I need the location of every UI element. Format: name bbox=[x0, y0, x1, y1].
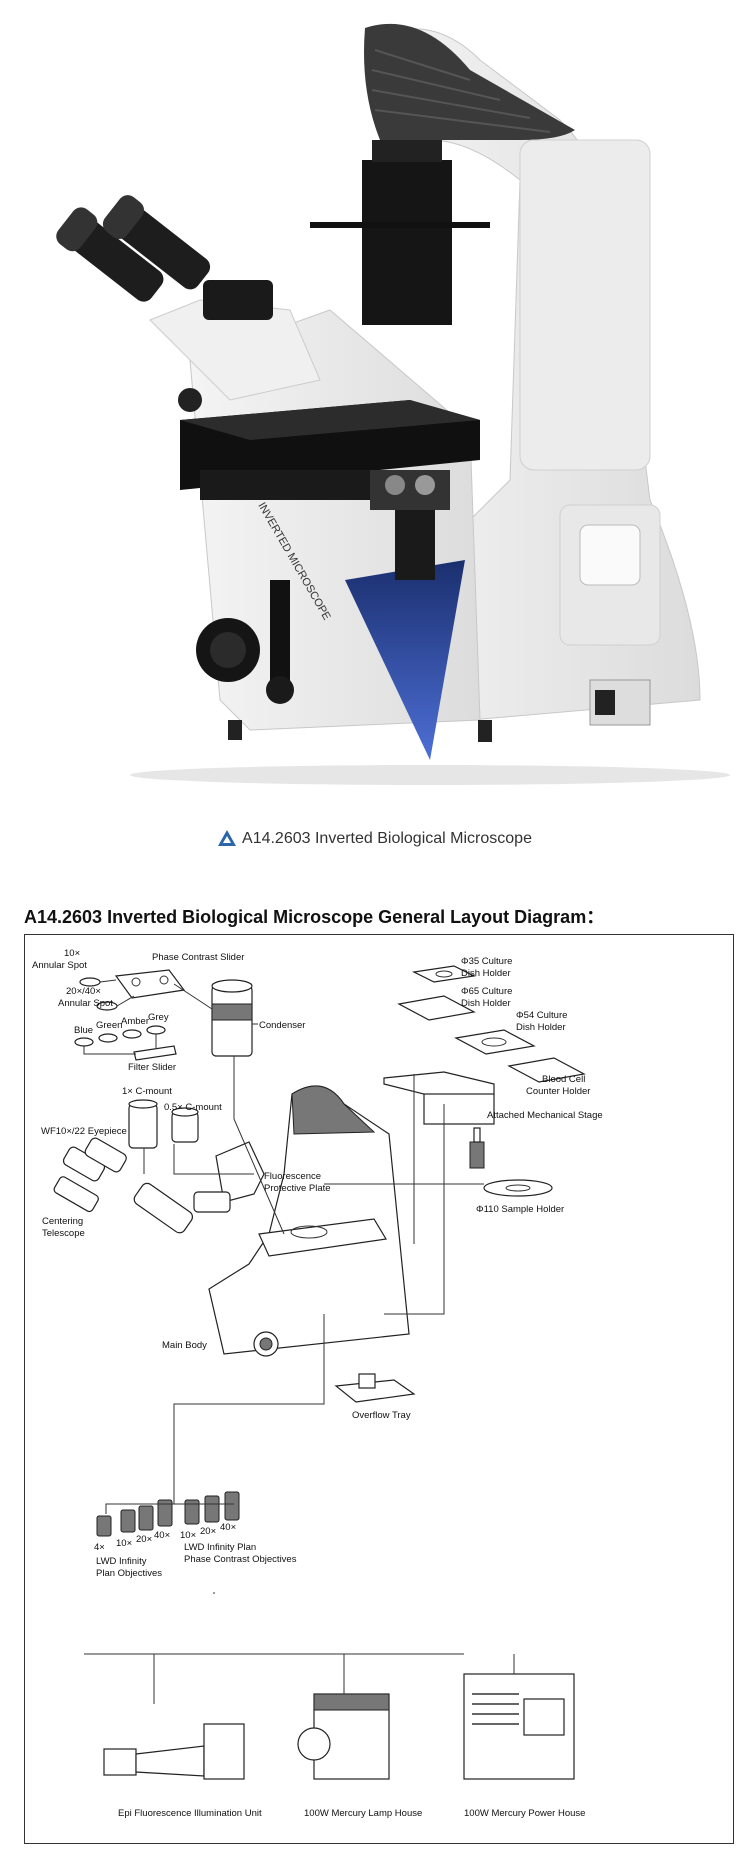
diagram-frame bbox=[24, 934, 734, 1844]
section-title: A14.2603 Inverted Biological Microscope … bbox=[24, 907, 605, 927]
caption-text: A14.2603 Inverted Biological Microscope bbox=[242, 830, 532, 847]
microscope-photo: INVERTED MICROSCOPE bbox=[56, 23, 730, 785]
label-filter-slider: Filter Slider bbox=[128, 1062, 176, 1073]
label-epi-unit: Epi Fluorescence Illumination Unit bbox=[118, 1808, 262, 1819]
label-mech-stage: Attached Mechanical Stage bbox=[487, 1110, 603, 1121]
label-dish54-a: Φ54 Culture bbox=[516, 1010, 567, 1021]
pc-objective-20x-part bbox=[204, 1495, 220, 1523]
brand-logo-icon bbox=[218, 830, 237, 846]
label-lwd-plan-b: Plan Objectives bbox=[96, 1568, 162, 1579]
label-amber: Amber bbox=[121, 1016, 149, 1027]
label-obj-10x: 10× bbox=[116, 1538, 132, 1549]
annular-spot-10x-part bbox=[79, 977, 101, 987]
label-cmount-1x: 1× C-mount bbox=[122, 1086, 172, 1097]
dish-holder-65-part bbox=[397, 995, 476, 1021]
centering-telescope-part bbox=[53, 1176, 99, 1213]
layout-diagram: 10× Annular Spot Phase Contrast Slider 2… bbox=[32, 948, 603, 1819]
label-eyepiece: WF10×/22 Eyepiece bbox=[41, 1126, 127, 1137]
objective-10x-part bbox=[120, 1509, 136, 1533]
dish-holder-54-part bbox=[454, 1029, 536, 1055]
label-annular-spot-1: Annular Spot bbox=[32, 960, 87, 971]
label-dish54-b: Dish Holder bbox=[516, 1022, 566, 1033]
blood-cell-holder-part bbox=[507, 1057, 586, 1083]
label-blue: Blue bbox=[74, 1025, 93, 1036]
label-condenser: Condenser bbox=[259, 1020, 305, 1031]
label-cmount-05x: 0.5× C-mount bbox=[164, 1102, 222, 1113]
label-main-body: Main Body bbox=[162, 1340, 207, 1351]
label-obj-20x: 20× bbox=[136, 1534, 152, 1545]
label-pc-20x: 20× bbox=[200, 1526, 216, 1537]
filter-slider-part bbox=[133, 1045, 177, 1061]
phase-slider-part bbox=[114, 969, 186, 999]
epi-fluorescence-part bbox=[103, 1748, 137, 1776]
condenser-part bbox=[211, 985, 253, 1057]
label-annular-2040: 20×/40× bbox=[66, 986, 101, 997]
label-centering-a: Centering bbox=[42, 1216, 83, 1227]
label-power-house: 100W Mercury Power House bbox=[464, 1808, 585, 1819]
c-mount-1x-part bbox=[128, 1103, 158, 1149]
sample-holder-110-part bbox=[483, 1179, 553, 1197]
label-fluo-plate-b: Protective Plate bbox=[264, 1183, 331, 1194]
objective-20x-part bbox=[138, 1505, 154, 1531]
label-annular-spot-2: Annular Spot bbox=[58, 998, 113, 1009]
pc-objective-40x-part bbox=[224, 1491, 240, 1521]
label-dish65-b: Dish Holder bbox=[461, 998, 511, 1009]
objective-40x-part bbox=[157, 1499, 173, 1527]
label-lwd-pc-a: LWD Infinity Plan bbox=[184, 1542, 256, 1553]
pc-objective-10x-part bbox=[184, 1499, 200, 1525]
label-obj-4x: 4× bbox=[94, 1542, 105, 1553]
label-obj-40x: 40× bbox=[154, 1530, 170, 1541]
label-fluo-plate-a: Fluorescence bbox=[264, 1171, 321, 1182]
label-dish65-a: Φ65 Culture bbox=[461, 986, 512, 997]
label-overflow-tray: Overflow Tray bbox=[352, 1410, 411, 1421]
label-pc-10x: 10× bbox=[180, 1530, 196, 1541]
dish-holder-35-part bbox=[412, 965, 476, 983]
label-annular-10x: 10× bbox=[64, 948, 80, 959]
label-dish35-b: Dish Holder bbox=[461, 968, 511, 979]
label-bloodcell-a: Blood Cell bbox=[542, 1074, 585, 1085]
label-lwd-pc-b: Phase Contrast Objectives bbox=[184, 1554, 297, 1565]
photo-caption: A14.2603 Inverted Biological Microscope bbox=[0, 830, 750, 848]
label-grey: Grey bbox=[148, 1012, 169, 1023]
objective-4x-part bbox=[96, 1515, 112, 1537]
label-bloodcell-b: Counter Holder bbox=[526, 1086, 590, 1097]
label-green: Green bbox=[96, 1020, 122, 1031]
label-lwd-plan-a: LWD Infinity bbox=[96, 1556, 147, 1567]
label-pc-40x: 40× bbox=[220, 1522, 236, 1533]
label-phase-slider: Phase Contrast Slider bbox=[152, 952, 244, 963]
label-dish35-a: Φ35 Culture bbox=[461, 956, 512, 967]
label-sample-110: Φ110 Sample Holder bbox=[476, 1204, 564, 1215]
label-centering-b: Telescope bbox=[42, 1228, 85, 1239]
label-lamp-house: 100W Mercury Lamp House bbox=[304, 1808, 422, 1819]
